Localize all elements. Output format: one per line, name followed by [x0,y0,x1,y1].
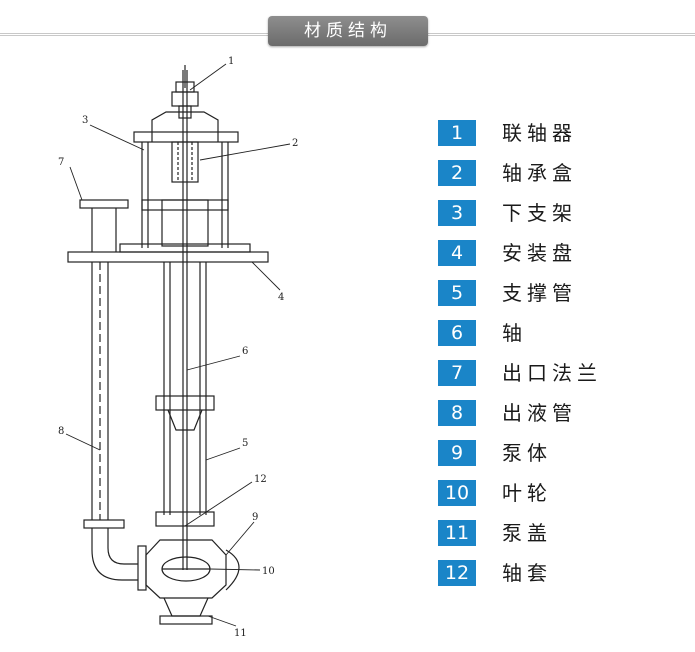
legend-number-badge: 12 [438,560,476,586]
legend-part-name: 轴 [502,321,527,345]
legend-number-badge: 1 [438,120,476,146]
shaft-part [182,70,188,570]
callout-3: 3 [82,115,88,126]
callout-6: 6 [242,346,248,357]
legend-number-badge: 6 [438,320,476,346]
legend-number-badge: 7 [438,360,476,386]
pump-diagram: 1 2 3 4 5 6 7 8 9 10 11 12 [58,56,298,639]
legend-part-name: 轴套 [502,561,552,585]
callout-11: 11 [234,628,247,639]
legend-number-badge: 10 [438,480,476,506]
legend-number-badge: 11 [438,520,476,546]
legend-number-badge: 5 [438,280,476,306]
legend-number-badge: 9 [438,440,476,466]
support-pipe-part [155,262,215,527]
callout-labels: 1 2 3 4 5 6 7 8 9 10 11 12 [58,56,298,639]
callout-1: 1 [228,56,234,67]
callout-5: 5 [242,438,248,449]
legend-part-name: 轴承盒 [502,161,577,185]
bearing-box-part [133,111,239,183]
outlet-pipe-part [79,199,147,591]
lower-bracket-part [141,142,229,248]
legend-part-name: 下支架 [502,201,577,225]
legend-part-name: 支撑管 [502,281,577,305]
legend-part-name: 出口法兰 [502,361,602,385]
mounting-plate-part [67,243,269,263]
legend-part-name: 叶轮 [502,481,552,505]
legend-part-name: 泵盖 [502,521,552,545]
legend-part-name: 出液管 [502,401,577,425]
legend-number-badge: 2 [438,160,476,186]
callout-2: 2 [292,138,298,149]
legend-number-badge: 4 [438,240,476,266]
callout-10: 10 [262,566,275,577]
pump-body-part [145,539,240,625]
coupling-part [171,65,199,119]
leader-lines [65,63,291,627]
section-title: 材质结构 [268,16,428,46]
callout-9: 9 [252,512,258,523]
callout-4: 4 [278,292,284,303]
callout-12: 12 [254,474,267,485]
callout-7: 7 [58,157,64,168]
legend-number-badge: 3 [438,200,476,226]
legend-part-name: 安装盘 [502,241,577,265]
callout-8: 8 [58,426,64,437]
legend-part-name: 联轴器 [502,121,577,145]
legend-part-name: 泵体 [502,441,552,465]
legend-number-badge: 8 [438,400,476,426]
